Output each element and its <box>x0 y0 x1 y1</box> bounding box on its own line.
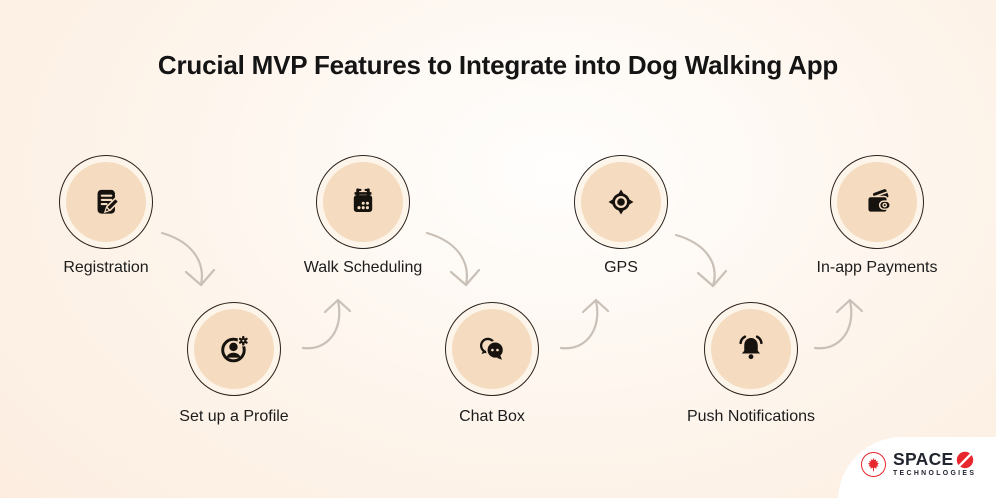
feature-circle <box>194 309 274 389</box>
profile-setup-icon <box>221 335 249 363</box>
feature-label-gps: GPS <box>604 259 638 276</box>
curved-arrow-icon <box>301 298 352 350</box>
feature-circle <box>837 162 917 242</box>
feature-node-gps <box>574 155 668 249</box>
feature-circle <box>66 162 146 242</box>
notification-bell-icon <box>739 335 763 360</box>
feature-label-registration: Registration <box>63 259 149 276</box>
feature-node-in-app-payments <box>830 155 924 249</box>
logo-brand: SPACE <box>893 449 954 470</box>
maple-leaf-icon <box>861 451 886 477</box>
feature-node-profile <box>187 302 281 396</box>
calendar-icon <box>353 188 373 213</box>
wallet-icon <box>866 189 891 214</box>
feature-label-walk-scheduling: Walk Scheduling <box>303 259 423 276</box>
infographic-title: Crucial MVP Features to Integrate into D… <box>157 50 839 80</box>
curved-arrow-icon <box>559 298 610 350</box>
logo-panel: SPACE Ø TECHNOLOGIES <box>838 437 996 498</box>
feature-circle <box>323 162 403 242</box>
chat-bubbles-icon <box>479 337 505 360</box>
feature-node-chat-box <box>445 302 539 396</box>
feature-label-push-notifications: Push Notifications <box>686 408 816 425</box>
feature-circle <box>711 309 791 389</box>
gps-target-icon <box>608 189 634 215</box>
spaceo-logo: SPACE Ø TECHNOLOGIES <box>861 451 976 478</box>
feature-circle <box>581 162 661 242</box>
o-slash-icon: Ø <box>956 451 974 469</box>
registration-form-icon <box>97 189 120 214</box>
feature-label-profile: Set up a Profile <box>179 408 289 425</box>
feature-node-push-notifications <box>704 302 798 396</box>
feature-label-chat-box: Chat Box <box>459 408 525 425</box>
logo-text: SPACE Ø TECHNOLOGIES <box>893 451 976 478</box>
curved-arrow-icon <box>813 298 864 350</box>
feature-node-registration <box>59 155 153 249</box>
feature-label-in-app-payments: In-app Payments <box>816 259 938 276</box>
feature-node-walk-scheduling <box>316 155 410 249</box>
logo-subtitle: TECHNOLOGIES <box>893 470 977 477</box>
feature-circle <box>452 309 532 389</box>
